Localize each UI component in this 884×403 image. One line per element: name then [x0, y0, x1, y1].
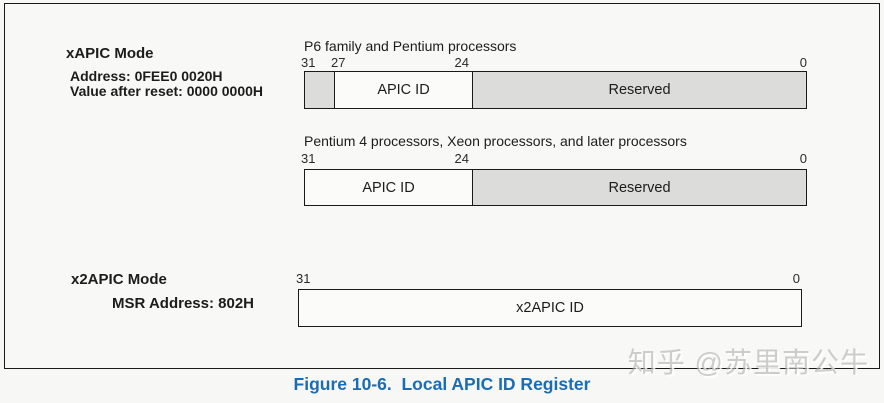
bit-label-0: 0 — [792, 271, 800, 286]
bit-label-24: 24 — [454, 151, 469, 166]
bit-label-31: 31 — [296, 271, 311, 286]
register-x2apic: 31 0 x2APIC ID — [296, 271, 802, 327]
field-reserved-upper — [305, 72, 334, 108]
register-x2apic-box: x2APIC ID — [298, 289, 802, 327]
field-reserved: Reserved — [472, 72, 806, 108]
bit-label-0: 0 — [799, 151, 807, 166]
x2apic-mode-label: x2APIC Mode — [71, 271, 167, 288]
xapic-reset-value-label: Value after reset: 0000 0000H — [70, 83, 264, 99]
register-p6-pentium: P6 family and Pentium processors 31 27 2… — [301, 38, 807, 109]
bit-label-0: 0 — [799, 55, 807, 70]
msr-address-label: MSR Address: 802H — [112, 295, 254, 312]
register-p6-box: APIC ID Reserved — [304, 71, 807, 109]
xapic-address-label: Address: 0FEE0 0020H — [70, 68, 223, 84]
figure-caption: Figure 10-6. Local APIC ID Register — [293, 374, 591, 394]
bit-label-31: 31 — [301, 55, 316, 70]
bit-label-27: 27 — [331, 55, 346, 70]
register-p6-bit-labels: 31 27 24 0 — [301, 55, 807, 70]
bit-label-31: 31 — [301, 151, 316, 166]
register-p6-title: P6 family and Pentium processors — [304, 38, 517, 54]
field-apic-id: APIC ID — [334, 72, 472, 108]
field-apic-id: APIC ID — [362, 179, 415, 196]
register-pentium4-box: APIC ID Reserved — [304, 169, 807, 206]
field-x2apic-id: x2APIC ID — [516, 300, 584, 316]
register-pentium4-xeon: Pentium 4 processors, Xeon processors, a… — [301, 133, 807, 206]
register-pentium4-title: Pentium 4 processors, Xeon processors, a… — [304, 133, 687, 149]
register-pentium4-bit-labels: 31 24 0 — [301, 151, 807, 166]
field-reserved: Reserved — [472, 170, 806, 205]
watermark-text: 知乎 @苏里南公牛 — [627, 347, 869, 378]
xapic-mode-label: xAPIC Mode — [66, 45, 154, 62]
bit-label-24: 24 — [454, 55, 469, 70]
register-x2apic-bit-labels: 31 0 — [296, 271, 802, 286]
